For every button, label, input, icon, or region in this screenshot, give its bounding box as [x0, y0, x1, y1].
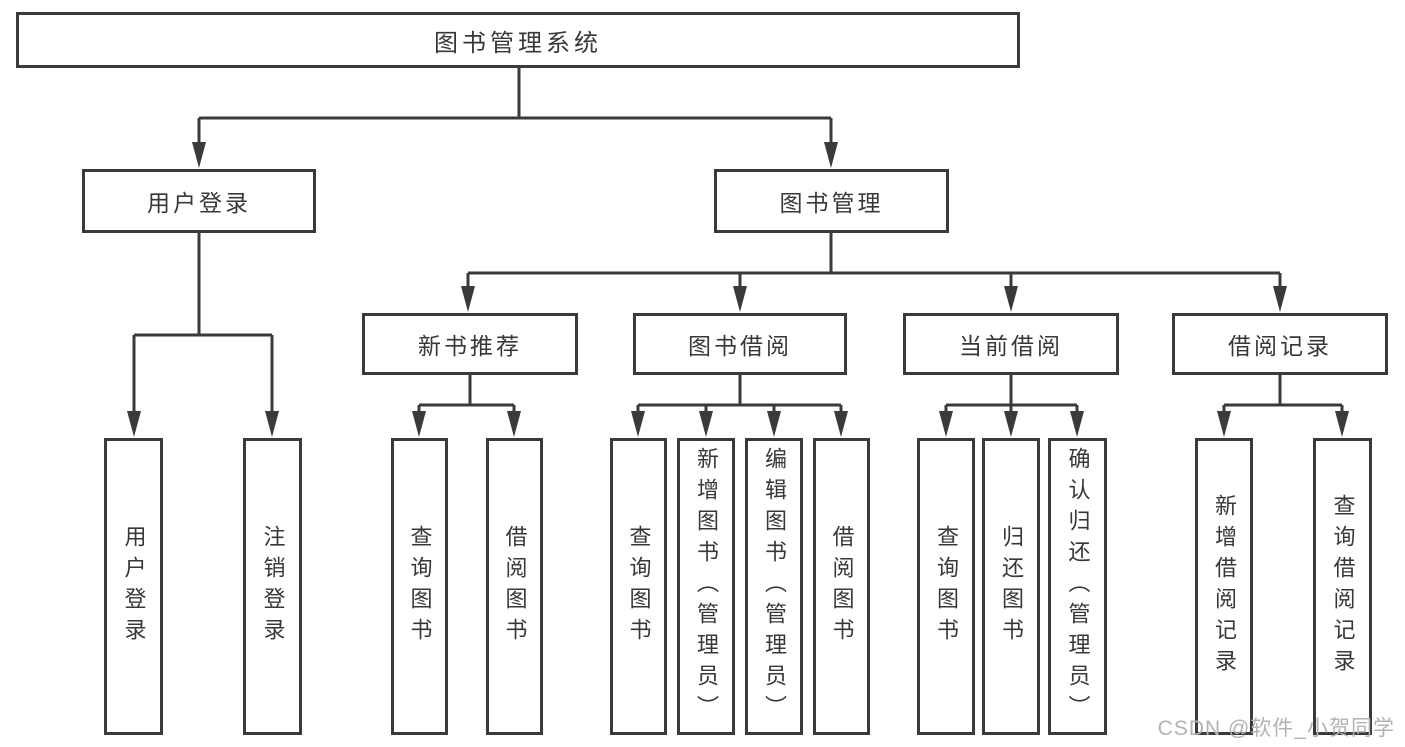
leaf-borrow-query-books: 查询图书 — [610, 438, 667, 735]
connector-user-login-to-leaves — [127, 233, 279, 437]
leaf-borrow-add-books-admin: 新增图书（管理员） — [677, 438, 735, 735]
connector-borrowing-records-to-leaves — [1217, 375, 1349, 437]
csdn-watermark: CSDN @软件_小贺同学 — [1157, 717, 1395, 740]
arrow-down-icon — [1004, 411, 1018, 437]
leaf-current-return-books: 归还图书 — [982, 438, 1040, 735]
connector-new-book-recommend-to-leaves — [412, 375, 521, 437]
node-library-management-system: 图书管理系统 — [16, 12, 1020, 68]
arrow-down-icon — [1273, 286, 1287, 312]
arrow-down-icon — [461, 286, 475, 312]
arrow-down-icon — [507, 411, 521, 437]
leaf-logout: 注销登录 — [243, 438, 302, 735]
leaf-newbook-query-books: 查询图书 — [391, 438, 448, 735]
connector-current-borrowing-to-leaves — [939, 375, 1084, 437]
node-book-management: 图书管理 — [714, 169, 949, 233]
connector-book-management-to-level3 — [461, 233, 1287, 312]
node-borrowing-records: 借阅记录 — [1172, 313, 1388, 375]
leaf-current-query-books: 查询图书 — [917, 438, 975, 735]
connector-root-to-level2 — [192, 68, 838, 168]
arrow-down-icon — [127, 411, 141, 437]
node-current-borrowing: 当前借阅 — [903, 313, 1119, 375]
arrow-down-icon — [1335, 411, 1349, 437]
connector-book-borrowing-to-leaves — [631, 375, 848, 437]
leaf-records-add-record: 新增借阅记录 — [1195, 438, 1253, 735]
arrow-down-icon — [733, 286, 747, 312]
leaf-borrow-borrow-books: 借阅图书 — [813, 438, 870, 735]
arrow-down-icon — [265, 411, 279, 437]
arrow-down-icon — [1070, 411, 1084, 437]
arrow-down-icon — [192, 142, 206, 168]
arrow-down-icon — [1004, 286, 1018, 312]
leaf-current-confirm-return-admin: 确认归还（管理员） — [1048, 438, 1107, 735]
node-book-borrowing: 图书借阅 — [633, 313, 847, 375]
arrow-down-icon — [939, 411, 953, 437]
arrow-down-icon — [631, 411, 645, 437]
leaf-user-login: 用户登录 — [104, 438, 163, 735]
arrow-down-icon — [767, 411, 781, 437]
leaf-newbook-borrow-books: 借阅图书 — [486, 438, 543, 735]
arrow-down-icon — [834, 411, 848, 437]
node-new-book-recommend: 新书推荐 — [362, 313, 578, 375]
arrow-down-icon — [699, 411, 713, 437]
node-user-login: 用户登录 — [82, 169, 316, 233]
arrow-down-icon — [412, 411, 426, 437]
leaf-records-query-record: 查询借阅记录 — [1313, 438, 1372, 735]
arrow-down-icon — [1217, 411, 1231, 437]
arrow-down-icon — [824, 142, 838, 168]
leaf-borrow-edit-books-admin: 编辑图书（管理员） — [745, 438, 803, 735]
